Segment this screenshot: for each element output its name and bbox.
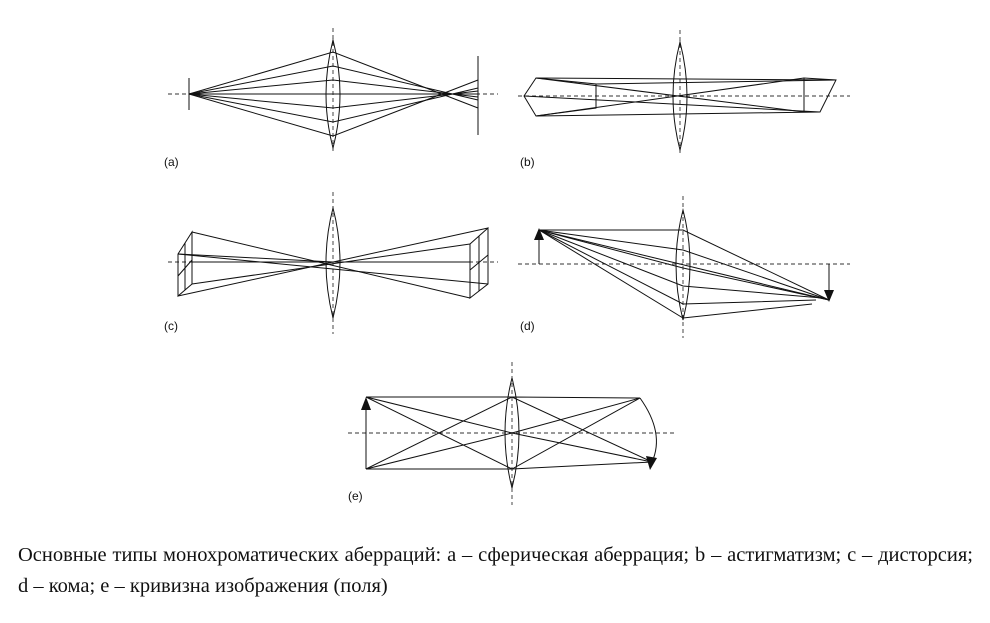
panel-e-rays: [365, 396, 653, 470]
panel-e-field-curvature: (e): [348, 362, 676, 505]
panel-c-lens: [325, 206, 341, 319]
panel-c-label: (c): [164, 319, 178, 333]
panel-e-object-arrowhead: [361, 397, 371, 410]
panel-d-image-arrowhead: [824, 290, 834, 302]
panel-e-curved-image: [639, 397, 657, 463]
panel-b-image-right: [803, 77, 837, 113]
panel-e-label: (e): [348, 489, 363, 503]
panel-c-image-grid: [469, 226, 489, 300]
panel-b-label: (b): [520, 155, 535, 169]
panel-c-object-grid: [177, 230, 193, 298]
panel-e-image-arrowhead: [646, 456, 657, 470]
panel-a-spherical-aberration: (a): [164, 28, 498, 169]
panel-c-rays: [177, 227, 489, 299]
figure-caption: Основные типы монохроматических аберраци…: [18, 544, 973, 597]
panel-a-label: (a): [164, 155, 179, 169]
panel-d-object-arrowhead: [534, 228, 544, 240]
panel-d-label: (d): [520, 319, 535, 333]
panel-b-lens: [672, 40, 688, 152]
panel-b-astigmatism: (b): [518, 30, 850, 169]
panel-d-lens: [675, 208, 691, 321]
panel-b-rays: [523, 77, 837, 117]
panel-d-coma: (d): [518, 196, 850, 338]
panel-a-rays: [188, 51, 479, 137]
panel-d-rays: [538, 229, 830, 319]
panel-c-distortion: (c): [164, 192, 498, 334]
panel-a-lens: [325, 38, 341, 150]
panel-e-lens: [504, 377, 520, 489]
aberrations-figure: (a) (b): [164, 28, 850, 505]
